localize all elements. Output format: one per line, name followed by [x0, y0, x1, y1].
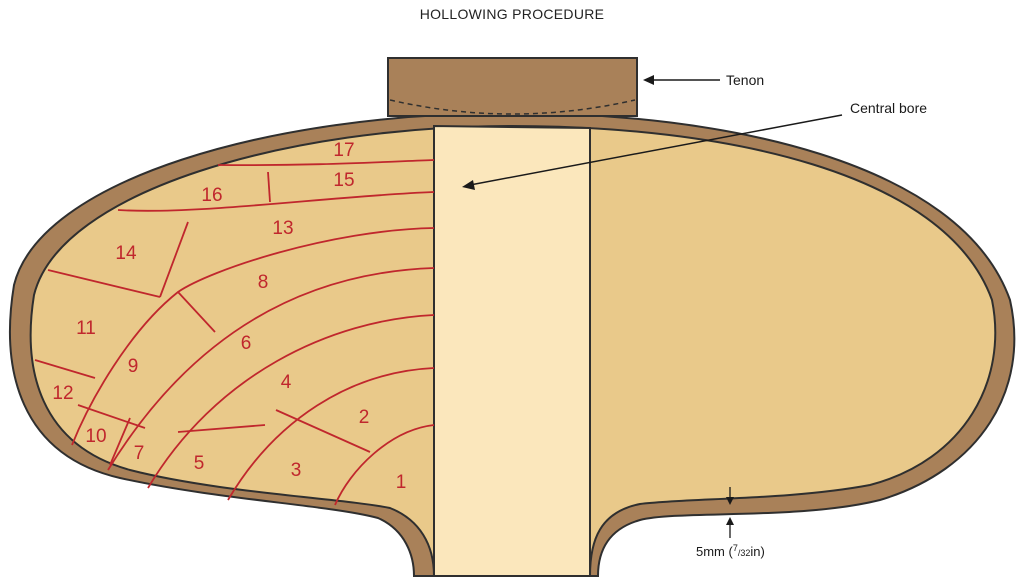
segment-lines [34, 159, 435, 506]
central-bore-callout: Central bore [462, 100, 927, 190]
segment-12: 12 [52, 383, 73, 404]
central-bore-label: Central bore [850, 100, 927, 116]
tenon-label: Tenon [726, 72, 764, 88]
segment-numbers: 1 2 3 4 5 6 7 8 9 10 11 12 13 14 15 16 1… [52, 140, 406, 493]
segment-1: 1 [396, 472, 407, 493]
segment-6: 6 [241, 333, 252, 354]
tenon-callout: Tenon [643, 72, 764, 88]
segment-13: 13 [272, 218, 293, 239]
segment-5: 5 [194, 453, 205, 474]
segment-4: 4 [281, 372, 292, 393]
diagram-title: HOLLOWING PROCEDURE [419, 6, 605, 22]
segment-7: 7 [134, 443, 145, 464]
tenon-cut-line [389, 99, 636, 115]
segment-3: 3 [291, 460, 302, 481]
segment-16: 16 [201, 185, 222, 206]
segment-11: 11 [76, 318, 96, 339]
segment-15: 15 [333, 170, 354, 191]
wall-thickness-callout: 5mm (7/32in) [696, 487, 765, 559]
segment-14: 14 [115, 243, 137, 264]
segment-9: 9 [128, 356, 139, 377]
segment-17: 17 [333, 140, 354, 161]
central-bore [433, 124, 591, 577]
segment-2: 2 [359, 407, 370, 428]
wall-thickness-label: 5mm (7/32in) [696, 543, 765, 559]
segment-8: 8 [258, 272, 269, 293]
tenon [387, 57, 638, 117]
segment-10: 10 [85, 426, 106, 447]
